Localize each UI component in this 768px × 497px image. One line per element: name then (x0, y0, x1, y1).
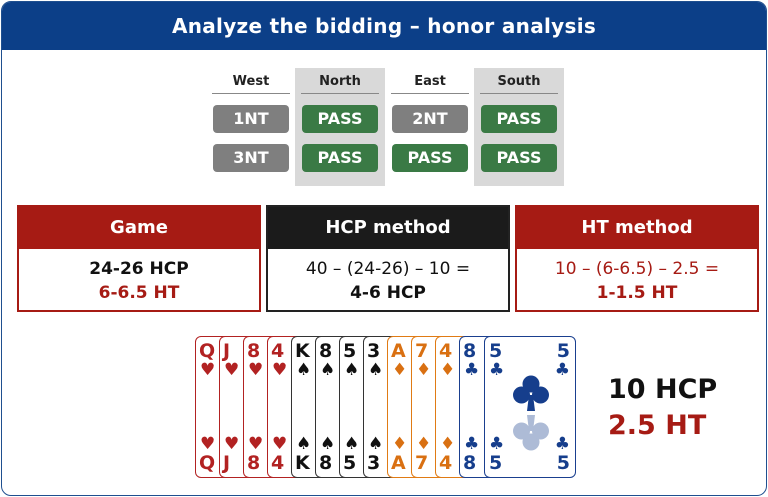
bid-east-1: 2NT (392, 105, 468, 133)
card-5-clubs: 5 ♣ 5 ♣ ♣ 5 ♣ 5 (484, 336, 576, 478)
hcp-method-result: 4-6 HCP (350, 283, 426, 303)
card-rank: J (223, 452, 231, 474)
card-rank: 8 (247, 340, 261, 362)
club-icon: ♣ (489, 360, 505, 380)
card-rank: A (391, 340, 406, 362)
club-icon: ♣ (554, 434, 570, 454)
club-reflection-icon (513, 415, 549, 451)
seat-north: North (301, 74, 379, 94)
club-icon: ♣ (464, 434, 480, 454)
diamond-icon: ♦ (416, 360, 432, 380)
heart-icon: ♥ (272, 434, 288, 454)
card-rank: Q (199, 340, 216, 362)
bid-east-2: PASS (392, 144, 468, 172)
heart-icon: ♥ (248, 360, 264, 380)
heart-icon: ♥ (200, 434, 216, 454)
total-ht: 2.5 HT (608, 410, 707, 441)
club-icon (513, 375, 549, 411)
heart-icon: ♥ (200, 360, 216, 380)
spade-icon: ♠ (320, 360, 336, 380)
heart-icon: ♥ (248, 434, 264, 454)
ht-method-formula: 10 – (6-6.5) – 2.5 = (554, 259, 720, 279)
bid-south-2: PASS (481, 144, 557, 172)
club-icon: ♣ (464, 360, 480, 380)
bid-north-2: PASS (302, 144, 378, 172)
card-rank: 7 (415, 340, 429, 362)
spade-icon: ♠ (344, 360, 360, 380)
card-rank: 8 (247, 452, 261, 474)
seat-south: South (480, 74, 558, 94)
club-icon: ♣ (554, 360, 570, 380)
hcp-method-formula: 40 – (24-26) – 10 = (305, 259, 471, 279)
ht-method-box: HT method 10 – (6-6.5) – 2.5 = 1-1.5 HT (515, 205, 759, 312)
spade-icon: ♠ (296, 434, 312, 454)
card-rank: 4 (271, 340, 285, 362)
spade-icon: ♠ (296, 360, 312, 380)
game-box-title: Game (19, 207, 259, 249)
card-rank: 3 (367, 452, 381, 474)
spade-icon: ♠ (320, 434, 336, 454)
bid-west-2: 3NT (213, 144, 289, 172)
seat-west: West (212, 74, 290, 94)
seat-east: East (391, 74, 469, 94)
spade-icon: ♠ (344, 434, 360, 454)
ht-method-result: 1-1.5 HT (596, 283, 678, 303)
game-ht: 6-6.5 HT (98, 283, 180, 303)
page-title: Analyze the bidding – honor analysis (2, 2, 766, 50)
diamond-icon: ♦ (440, 434, 456, 454)
ht-method-title: HT method (517, 207, 757, 249)
card-rank: Q (199, 452, 216, 474)
card-rank: 8 (463, 340, 477, 362)
card-rank: 5 (489, 340, 503, 362)
diamond-icon: ♦ (392, 434, 408, 454)
diamond-icon: ♦ (392, 360, 408, 380)
card-rank: 3 (367, 340, 381, 362)
game-hcp: 24-26 HCP (89, 259, 189, 279)
card-rank: K (295, 452, 310, 474)
hcp-method-title: HCP method (268, 207, 508, 249)
card-rank: 5 (343, 452, 357, 474)
diamond-icon: ♦ (440, 360, 456, 380)
card-rank: 8 (319, 452, 333, 474)
card-rank: 8 (463, 452, 477, 474)
game-box: Game 24-26 HCP 6-6.5 HT (17, 205, 261, 312)
card-rank: 4 (271, 452, 285, 474)
diamond-icon: ♦ (416, 434, 432, 454)
card-rank: K (295, 340, 310, 362)
card-rank: 5 (556, 452, 570, 474)
card-rank: 8 (319, 340, 333, 362)
heart-icon: ♥ (272, 360, 288, 380)
total-hcp: 10 HCP (608, 374, 718, 405)
card-rank: A (391, 452, 406, 474)
card-rank: J (223, 340, 231, 362)
bid-north-1: PASS (302, 105, 378, 133)
card-rank: 7 (415, 452, 429, 474)
card-rank: 4 (439, 452, 453, 474)
heart-icon: ♥ (224, 360, 240, 380)
spade-icon: ♠ (368, 360, 384, 380)
bid-west-1: 1NT (213, 105, 289, 133)
spade-icon: ♠ (368, 434, 384, 454)
card-rank: 5 (489, 452, 503, 474)
heart-icon: ♥ (224, 434, 240, 454)
card-rank: 5 (556, 340, 570, 362)
hcp-method-box: HCP method 40 – (24-26) – 10 = 4-6 HCP (266, 205, 510, 312)
card-rank: 4 (439, 340, 453, 362)
club-icon: ♣ (489, 434, 505, 454)
card-rank: 5 (343, 340, 357, 362)
bid-south-1: PASS (481, 105, 557, 133)
